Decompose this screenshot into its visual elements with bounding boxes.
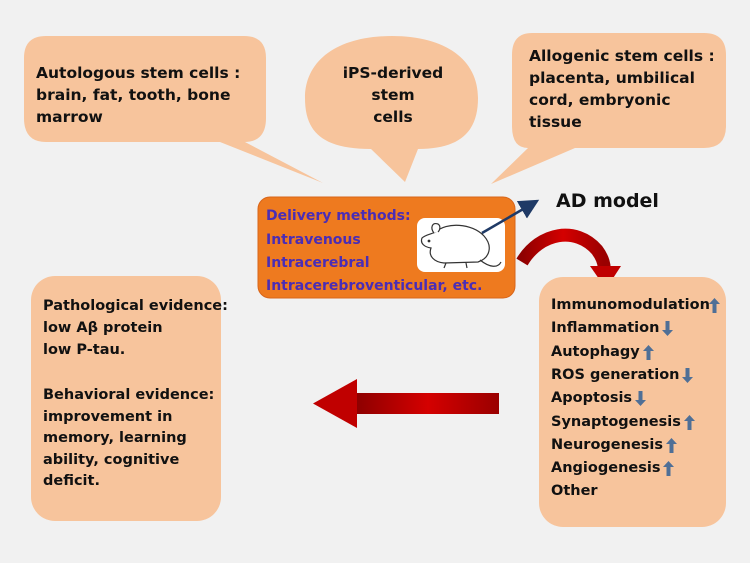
allogenic-bubble xyxy=(491,33,726,184)
left-red-arrow xyxy=(313,379,499,428)
effect-label: ROS generation xyxy=(551,366,680,383)
effect-item: Neurogenesis xyxy=(551,434,677,456)
ad-model-arrow xyxy=(481,199,540,235)
down-arrow-icon xyxy=(682,367,694,383)
effect-label: Other xyxy=(551,483,598,500)
effect-label: Autophagy xyxy=(551,343,640,360)
effect-item: Angiogenesis xyxy=(551,457,675,479)
up-arrow-icon xyxy=(666,437,677,453)
effects-box xyxy=(539,277,726,527)
effect-label: Immunomodulation xyxy=(551,297,710,313)
ips-bubble xyxy=(305,36,478,182)
effect-item: Autophagy xyxy=(551,341,654,363)
effect-item: Inflammation xyxy=(551,317,674,339)
delivery-method: Intravenous xyxy=(266,232,361,248)
delivery-method: Intracerebral xyxy=(266,255,370,271)
effect-label: Angiogenesis xyxy=(551,460,661,477)
pathological-item: low Aβ protein xyxy=(43,320,163,336)
behavioral-text: improvement in memory, learning ability,… xyxy=(43,409,187,489)
down-arrow-icon xyxy=(635,391,647,407)
ips-text: iPS-derived stem cells xyxy=(342,64,444,126)
autologous-bubble xyxy=(24,36,323,183)
up-arrow-icon xyxy=(663,461,675,477)
effect-label: Apoptosis xyxy=(551,390,633,407)
effect-item: ROS generation xyxy=(551,364,694,386)
effect-item: Synaptogenesis xyxy=(551,411,695,433)
behavioral-title: Behavioral evidence: xyxy=(43,387,215,403)
effect-label: Neurogenesis xyxy=(551,436,664,453)
autologous-text: Autologous stem cells : brain, fat, toot… xyxy=(36,64,241,126)
up-arrow-icon xyxy=(683,414,695,430)
effect-item: Immunomodulation xyxy=(551,294,720,316)
allogenic-text: Allogenic stem cells : placenta, umbilic… xyxy=(529,47,715,131)
up-arrow-icon xyxy=(642,344,654,360)
up-arrow-icon xyxy=(709,298,720,313)
down-arrow-icon xyxy=(662,321,674,337)
pathological-item: low P-tau. xyxy=(43,342,126,358)
pathological-title: Pathological evidence: xyxy=(43,298,228,314)
effect-label: Inflammation xyxy=(551,320,660,337)
evidence-box xyxy=(31,276,221,521)
effect-item: Apoptosis xyxy=(551,387,647,409)
effect-item: Other xyxy=(551,480,598,502)
delivery-title: Delivery methods: xyxy=(266,208,411,224)
ad-model-label: AD model xyxy=(556,190,659,212)
effect-label: Synaptogenesis xyxy=(551,413,681,430)
delivery-method: Intracerebroventicular, etc. xyxy=(266,278,483,294)
